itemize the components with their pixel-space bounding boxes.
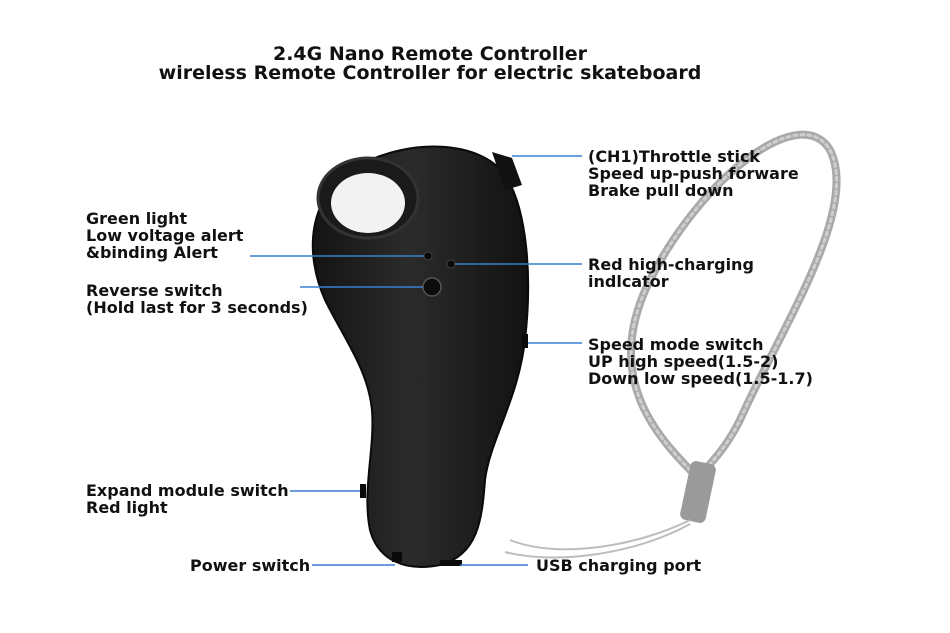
callout-line: Brake pull down xyxy=(588,181,734,200)
callout-usb-charging-port: USB charging port xyxy=(536,557,701,574)
leader-lines xyxy=(250,155,582,566)
speed-mode-switch xyxy=(522,334,528,348)
callout-line: Down low speed(1.5-1.7) xyxy=(588,369,813,388)
callout-line: Low voltage alert xyxy=(86,226,244,245)
callout-speed-mode-switch: Speed mode switch UP high speed(1.5-2) D… xyxy=(588,336,813,387)
reverse-switch-button xyxy=(422,277,442,297)
wrist-strap xyxy=(504,130,841,559)
callout-line: Speed mode switch xyxy=(588,335,764,354)
green-light-led xyxy=(423,251,433,261)
callout-throttle-stick: (CH1)Throttle stick Speed up-push forwar… xyxy=(588,148,799,199)
expand-module-switch xyxy=(360,484,366,498)
callout-expand-module-switch: Expand module switch Red light xyxy=(86,482,289,516)
callout-line: Speed up-push forware xyxy=(588,164,799,183)
callout-line: Reverse switch xyxy=(86,281,223,300)
callout-line: UP high speed(1.5-2) xyxy=(588,352,779,371)
usb-port xyxy=(440,560,462,566)
callout-green-light: Green light Low voltage alert &binding A… xyxy=(86,210,243,261)
callout-power-switch: Power switch xyxy=(190,557,310,574)
callout-line: Expand module switch xyxy=(86,481,289,500)
title-line-1: 2.4G Nano Remote Controller xyxy=(272,43,588,65)
callout-line: (CH1)Throttle stick xyxy=(588,147,761,166)
remote-body xyxy=(311,145,530,568)
callout-line: Green light xyxy=(86,209,188,228)
callout-line: (Hold last for 3 seconds) xyxy=(86,298,308,317)
title-line-2: wireless Remote Controller for electric … xyxy=(158,62,702,84)
callout-red-charging-indicator: Red high-charging indlcator xyxy=(588,256,754,290)
callout-reverse-switch: Reverse switch (Hold last for 3 seconds) xyxy=(86,282,308,316)
throttle-ring-hole xyxy=(331,173,405,233)
red-charging-led xyxy=(446,259,456,269)
power-switch xyxy=(392,552,402,562)
strap-clip xyxy=(680,461,716,523)
callout-line: USB charging port xyxy=(536,556,702,575)
callout-line: Red light xyxy=(86,498,168,517)
callout-line: Power switch xyxy=(190,556,311,575)
throttle-stick xyxy=(492,152,522,190)
callout-line: indlcator xyxy=(588,272,669,291)
callout-line: &binding Alert xyxy=(86,243,218,262)
callout-line: Red high-charging xyxy=(588,255,754,274)
